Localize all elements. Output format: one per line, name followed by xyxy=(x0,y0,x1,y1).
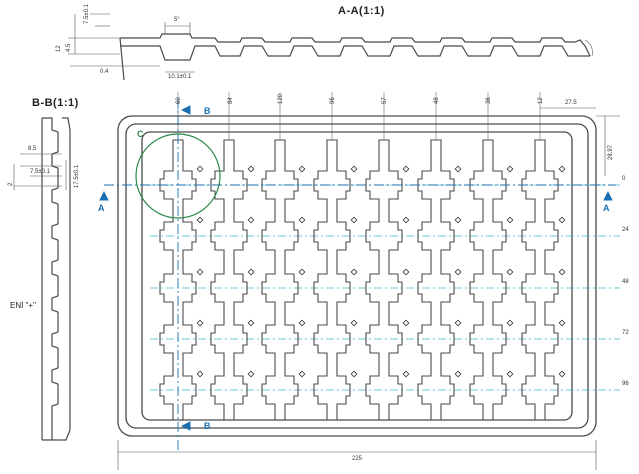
pocket-marker xyxy=(454,370,462,378)
pocket-marker xyxy=(298,268,306,276)
detail-c-circle xyxy=(135,133,221,219)
pocket-grid xyxy=(150,92,620,421)
pocket-column xyxy=(159,139,197,421)
bb-dim-a: 8.5 xyxy=(28,146,37,152)
pocket-marker xyxy=(506,268,514,276)
section-bb-dimensions xyxy=(13,153,67,190)
pocket-marker xyxy=(506,319,514,327)
pocket-marker xyxy=(558,319,566,327)
row-dim: 96 xyxy=(622,381,629,387)
pocket-column xyxy=(313,139,351,421)
column-dim: 36 xyxy=(486,97,492,104)
pocket-marker xyxy=(350,165,358,173)
row-dim: 48 xyxy=(622,279,629,285)
column-dim: 84 xyxy=(228,97,234,104)
pocket-column xyxy=(365,139,403,421)
pocket-marker xyxy=(454,216,462,224)
pocket-marker xyxy=(196,370,204,378)
pocket-marker xyxy=(196,165,204,173)
pocket-marker xyxy=(402,370,410,378)
section-bb-profile xyxy=(41,117,71,441)
pocket-marker xyxy=(350,370,358,378)
section-mark-a-right: A xyxy=(603,203,610,213)
aa-dim-b: 12 xyxy=(56,45,62,52)
row-dim: 24 xyxy=(622,227,629,233)
pocket-marker xyxy=(454,165,462,173)
pocket-marker xyxy=(402,268,410,276)
bb-dim-b: 7.5±0.1 xyxy=(30,169,50,175)
column-dim: 120 xyxy=(278,93,284,104)
pocket-marker xyxy=(506,370,514,378)
section-mark-b-top: B xyxy=(204,106,211,116)
column-dim: 48 xyxy=(434,97,440,104)
pocket-column xyxy=(210,139,248,421)
section-aa-dimensions xyxy=(68,13,593,73)
section-cut-lines xyxy=(99,98,616,450)
section-bb-title: B-B(1:1) xyxy=(32,97,79,109)
column-dim: 12 xyxy=(538,97,544,104)
pocket-marker xyxy=(247,268,255,276)
tray-outline xyxy=(117,115,597,437)
pocket-marker xyxy=(402,165,410,173)
right-vertical-dim: 28.97 xyxy=(608,144,614,160)
overall-width-dim: 225 xyxy=(352,456,363,462)
pocket-marker xyxy=(558,268,566,276)
pocket-marker xyxy=(402,216,410,224)
column-dim: 57 xyxy=(382,97,388,104)
right-offset-dim: 27.5 xyxy=(565,100,577,106)
pocket-marker xyxy=(506,216,514,224)
column-dim: 96 xyxy=(330,97,336,104)
pocket-marker xyxy=(454,319,462,327)
pocket-marker xyxy=(454,268,462,276)
pocket-marker xyxy=(247,165,255,173)
aa-dim-width: 10.1±0.1 xyxy=(168,74,192,80)
section-aa-profile xyxy=(119,33,591,81)
pocket-marker xyxy=(247,319,255,327)
pocket-marker xyxy=(247,370,255,378)
pocket-column xyxy=(469,139,507,421)
bb-dim-d: 2 xyxy=(8,182,14,186)
aa-dim-depth: 7.5±0.1 xyxy=(84,4,90,24)
pocket-marker xyxy=(247,216,255,224)
row-dim: 72 xyxy=(622,330,629,336)
pocket-marker xyxy=(350,268,358,276)
pocket-marker xyxy=(350,216,358,224)
pocket-marker xyxy=(558,370,566,378)
pocket-marker xyxy=(350,319,358,327)
pocket-marker xyxy=(298,370,306,378)
column-dim: 60 xyxy=(176,97,182,104)
pocket-marker xyxy=(196,216,204,224)
row-dim: 0 xyxy=(622,176,626,182)
section-mark-b-bottom: B xyxy=(204,421,211,431)
aa-dim-a: 4.5 xyxy=(66,43,72,52)
plan-dimensions xyxy=(117,107,620,470)
pocket-marker xyxy=(402,319,410,327)
pocket-marker xyxy=(298,216,306,224)
section-aa-title: A-A(1:1) xyxy=(338,5,385,17)
detail-mark-c: C xyxy=(137,129,144,139)
pocket-marker xyxy=(558,216,566,224)
bb-dim-c: 17.5±0.1 xyxy=(74,164,80,188)
pocket-marker xyxy=(196,268,204,276)
pocket-column xyxy=(521,139,559,421)
pocket-column xyxy=(417,139,455,421)
aa-dim-c: 0.4 xyxy=(100,69,109,75)
pocket-marker xyxy=(298,165,306,173)
pocket-marker xyxy=(506,165,514,173)
pocket-marker xyxy=(196,319,204,327)
section-mark-a-left: A xyxy=(98,203,105,213)
side-note: ENİ "+" xyxy=(10,301,36,310)
pocket-marker xyxy=(558,165,566,173)
pocket-column xyxy=(261,139,299,421)
pocket-marker xyxy=(298,319,306,327)
aa-dim-angle: 5° xyxy=(174,17,180,23)
